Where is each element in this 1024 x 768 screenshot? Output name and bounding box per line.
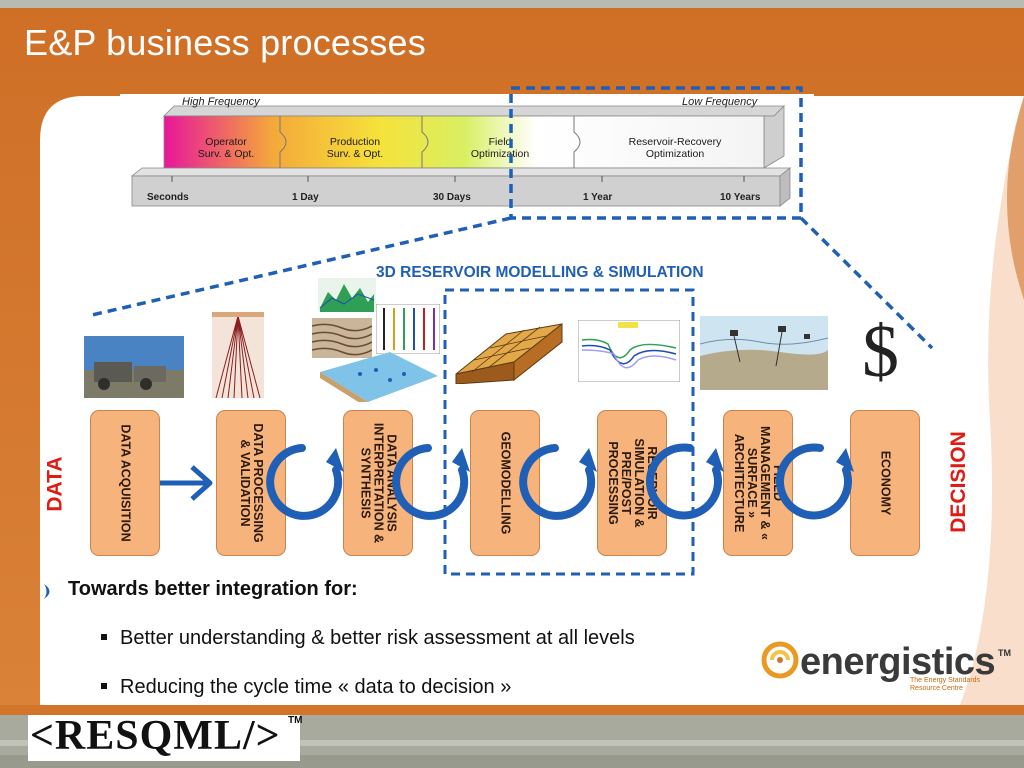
phase-field: Field Optimization	[470, 136, 530, 160]
process-label: DATA ANALYSIS INTERPRETATION & SYNTHESIS	[358, 422, 399, 544]
bullet-main-text: Towards better integration for:	[68, 578, 358, 600]
phase-operator: Operator Surv. & Opt.	[197, 136, 255, 160]
low-frequency-label: Low Frequency	[682, 96, 758, 108]
seismic-section-image	[312, 318, 372, 358]
resqml-tm: TM	[288, 715, 303, 726]
process-label: ECONOMY	[878, 450, 893, 516]
top-stripe	[0, 0, 1024, 8]
tick-seconds: Seconds	[147, 192, 189, 203]
page-title: E&P business processes	[24, 22, 426, 63]
process-label: RESERVOIR SIMULATION & PRE/POST PROCESSI…	[606, 438, 659, 528]
process-field-management: FIELD MANAGEMENT & « SURFACE » ARCHITECT…	[723, 410, 793, 556]
phase-production: Production Surv. & Opt.	[326, 136, 384, 160]
surface-map-image	[318, 278, 376, 312]
square-bullet-icon	[101, 683, 107, 689]
process-data-analysis: DATA ANALYSIS INTERPRETATION & SYNTHESIS	[343, 410, 413, 556]
tick-10-years: 10 Years	[720, 192, 761, 203]
tick-1-day: 1 Day	[292, 192, 319, 203]
energistics-swirl-icon	[761, 641, 799, 679]
sub-bullet-2: Reducing the cycle time « data to decisi…	[120, 676, 512, 698]
well-logs-image	[376, 304, 440, 354]
acquisition-truck-image	[84, 336, 184, 398]
process-geomodelling: GEOMODELLING	[470, 410, 540, 556]
field-architecture-image	[700, 316, 828, 390]
phase-reservoir: Reservoir-Recovery Optimization	[628, 136, 722, 160]
sub-bullet-1: Better understanding & better risk asses…	[120, 627, 635, 649]
process-data-processing: DATA PROCESSING & VALIDATION	[216, 410, 286, 556]
decorative-swoosh	[960, 96, 1024, 705]
tick-1-year: 1 Year	[583, 192, 613, 203]
reservoir-modelling-title: 3D RESERVOIR MODELLING & SIMULATION	[376, 264, 704, 281]
process-label: FIELD MANAGEMENT & « SURFACE » ARCHITECT…	[732, 426, 785, 540]
process-label: GEOMODELLING	[498, 431, 513, 535]
bullet-arrow-icon	[44, 584, 50, 599]
square-bullet-icon	[101, 634, 107, 640]
reservoir-surface-image	[320, 352, 438, 402]
decision-side-label: DECISION	[946, 431, 970, 533]
process-label: DATA PROCESSING & VALIDATION	[238, 423, 265, 543]
process-data-acquisition: DATA ACQUISITION	[90, 410, 160, 556]
high-frequency-label: High Frequency	[182, 96, 260, 108]
dollar-icon: $	[862, 311, 899, 393]
data-side-label: DATA	[43, 456, 67, 512]
geomodel-grid-image	[455, 322, 563, 384]
energistics-tm: TM	[998, 648, 1011, 658]
timeline-diagram: High Frequency Low Frequency Operator Su…	[120, 94, 814, 212]
process-label: DATA ACQUISITION	[118, 424, 133, 542]
energistics-tagline: The Energy Standards Resource Centre	[910, 677, 981, 692]
tick-30-days: 30 Days	[433, 192, 471, 203]
resqml-logo: <RESQML/>	[30, 713, 281, 759]
simulation-curves-image	[578, 320, 680, 382]
footer-orange-band	[0, 705, 1024, 715]
process-economy: ECONOMY	[850, 410, 920, 556]
seismic-trace-image	[212, 312, 264, 398]
process-reservoir-simulation: RESERVOIR SIMULATION & PRE/POST PROCESSI…	[597, 410, 667, 556]
resqml-logo-box	[28, 715, 300, 761]
energistics-logo-text: energistics	[800, 641, 996, 683]
